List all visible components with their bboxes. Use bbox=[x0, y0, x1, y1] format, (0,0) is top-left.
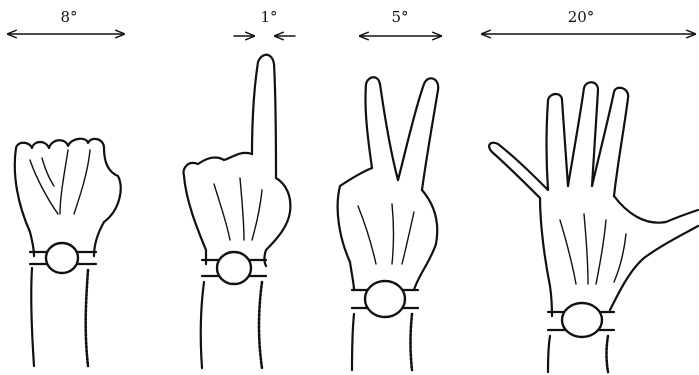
fist-angle-group: 8° bbox=[8, 8, 124, 34]
fist-angle-label: 8° bbox=[60, 8, 77, 26]
hand-index-up-icon bbox=[184, 55, 291, 368]
two-fingers-angle-group: 5° bbox=[360, 8, 441, 36]
one-finger-angle-group: 1° bbox=[234, 8, 295, 36]
hand-spread-icon bbox=[489, 82, 698, 372]
one-finger-angle-label: 1° bbox=[260, 8, 277, 26]
hand-fist-icon bbox=[15, 139, 121, 366]
open-hand-angle-group: 20° bbox=[482, 8, 695, 34]
open-hand-angle-label: 20° bbox=[568, 8, 595, 26]
hand-victory-icon bbox=[338, 77, 439, 370]
two-fingers-angle-label: 5° bbox=[391, 8, 408, 26]
